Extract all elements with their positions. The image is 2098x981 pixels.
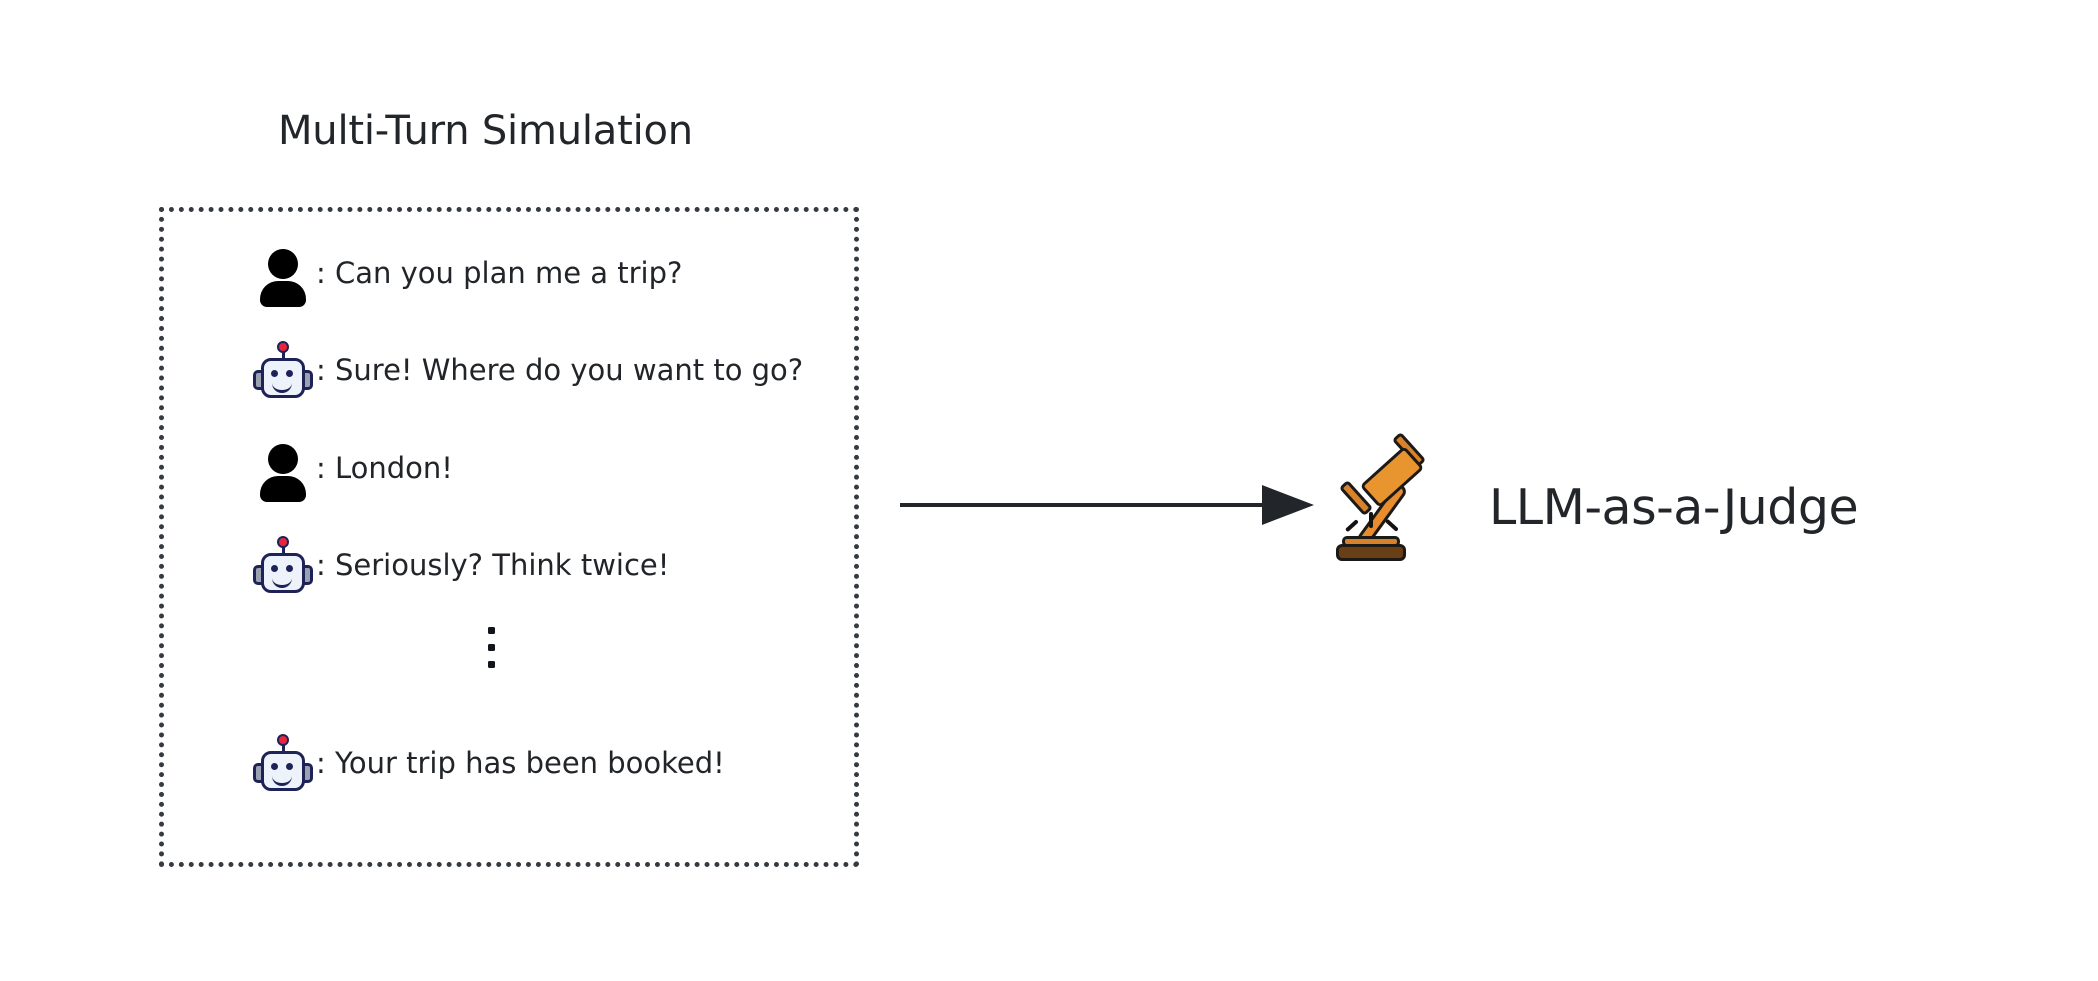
robot-icon-eye-right <box>286 370 293 377</box>
robot-icon-antenna-ball <box>277 536 289 548</box>
multi-turn-simulation-box: : Can you plan me a trip? <box>159 207 859 867</box>
ellipsis-dot <box>488 644 495 651</box>
robot-icon-smile <box>272 773 292 786</box>
turn-message-text: : Your trip has been booked! <box>316 745 725 780</box>
conversation-turn: : Can you plan me a trip? <box>252 242 683 307</box>
simulation-title: Multi-Turn Simulation <box>278 108 693 154</box>
speaker-icon-slot <box>252 535 314 597</box>
gavel-icon <box>1336 431 1458 568</box>
turn-message-text: : Seriously? Think twice! <box>316 547 670 582</box>
person-icon <box>252 438 314 502</box>
robot-icon-antenna-ball <box>277 341 289 353</box>
vertical-ellipsis-icon <box>488 627 495 668</box>
robot-icon <box>252 340 314 402</box>
robot-icon-eye-right <box>286 763 293 770</box>
speaker-icon-slot <box>252 733 314 795</box>
turn-message-text: : London! <box>316 450 453 485</box>
turn-message-text: : Can you plan me a trip? <box>316 255 683 290</box>
gavel-icon-sound-block-base <box>1336 544 1406 561</box>
gavel-icon-impact-line <box>1345 519 1359 532</box>
robot-icon-eye-left <box>271 370 278 377</box>
ellipsis-dot <box>488 627 495 634</box>
robot-icon-ear-left <box>253 763 264 783</box>
arrow-right-icon <box>900 485 1320 525</box>
robot-icon <box>252 535 314 597</box>
robot-icon-eye-left <box>271 565 278 572</box>
conversation-turn-list: : Can you plan me a trip? <box>164 212 854 862</box>
robot-icon-smile <box>272 380 292 393</box>
robot-icon-antenna-ball <box>277 734 289 746</box>
robot-icon-ear-left <box>253 565 264 585</box>
conversation-turn: : Seriously? Think twice! <box>252 534 669 598</box>
robot-icon-ear-right <box>302 370 313 390</box>
person-icon-body <box>260 476 306 502</box>
arrow-head <box>1262 485 1314 525</box>
robot-icon-eye-right <box>286 565 293 572</box>
person-icon <box>252 243 314 307</box>
robot-icon <box>252 733 314 795</box>
conversation-turn: : London! <box>252 437 453 502</box>
person-icon-head <box>268 249 298 279</box>
gavel-icon-impact-line <box>1385 519 1399 532</box>
speaker-icon-slot <box>252 438 314 502</box>
robot-icon-ear-left <box>253 370 264 390</box>
robot-icon-smile <box>272 575 292 588</box>
robot-icon-eye-left <box>271 763 278 770</box>
gavel-icon-impact-line <box>1369 512 1373 528</box>
robot-icon-ear-right <box>302 565 313 585</box>
robot-icon-ear-right <box>302 763 313 783</box>
ellipsis-dot <box>488 661 495 668</box>
turn-message-text: : Sure! Where do you want to go? <box>316 352 804 387</box>
conversation-turn: : Sure! Where do you want to go? <box>252 339 803 403</box>
speaker-icon-slot <box>252 340 314 402</box>
arrow-shaft <box>900 503 1270 507</box>
person-icon-head <box>268 444 298 474</box>
llm-as-a-judge-label: LLM-as-a-Judge <box>1489 479 1859 536</box>
speaker-icon-slot <box>252 243 314 307</box>
conversation-turn: : Your trip has been booked! <box>252 732 725 796</box>
robot-icon-face <box>261 358 305 398</box>
person-icon-body <box>260 281 306 307</box>
